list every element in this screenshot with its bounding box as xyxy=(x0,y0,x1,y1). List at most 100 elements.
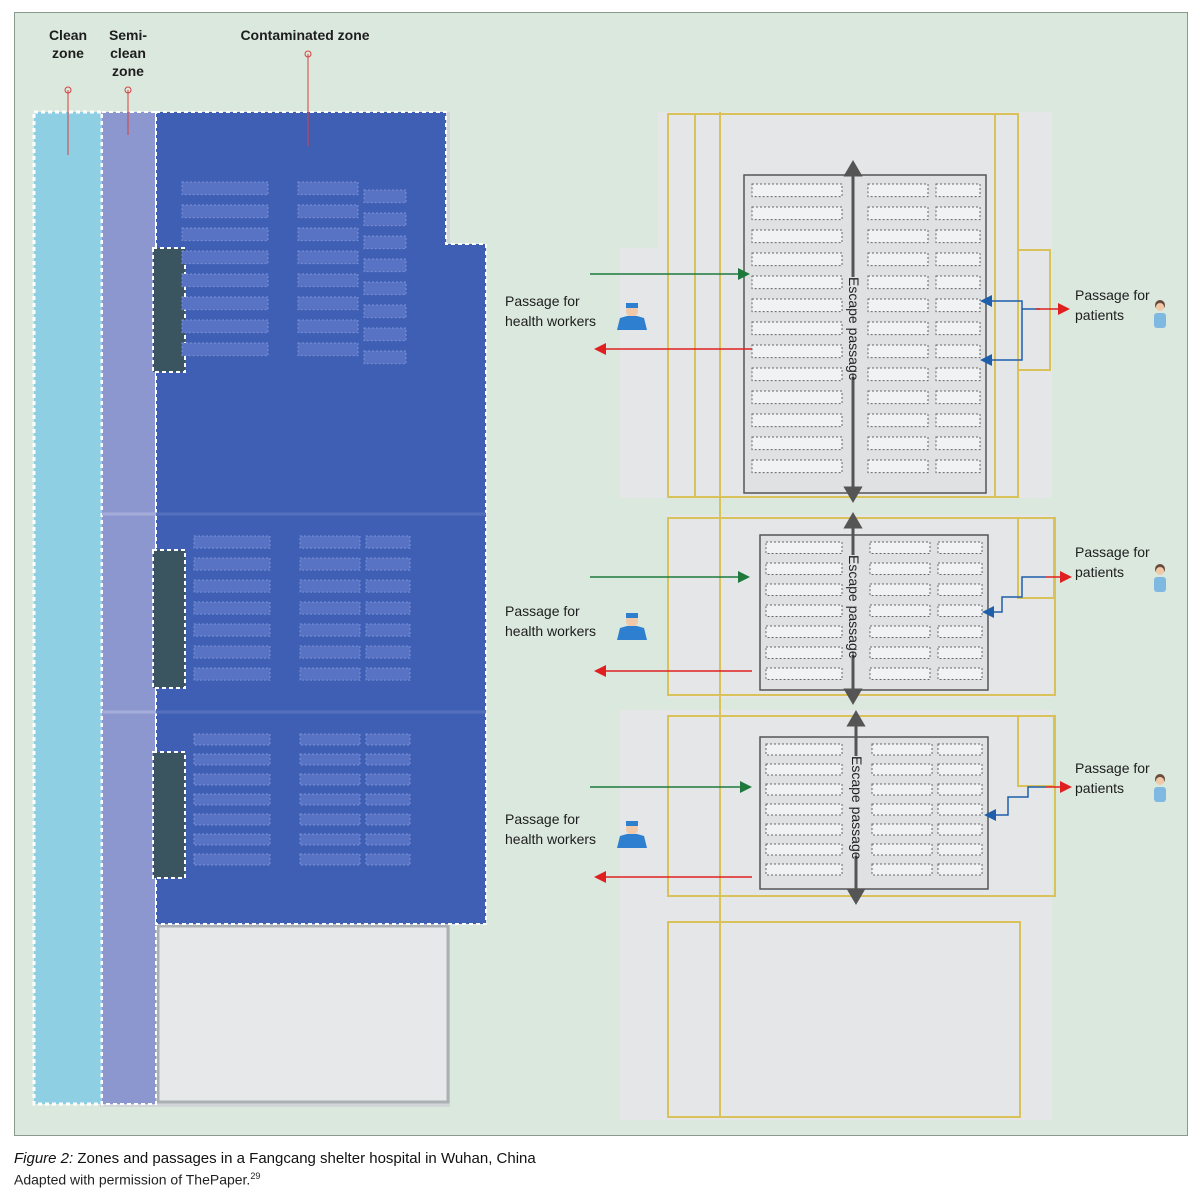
bed-row xyxy=(765,743,843,756)
escape-arrow-icon xyxy=(843,688,863,705)
arrow-icon xyxy=(1060,571,1072,583)
bed-row xyxy=(299,813,361,826)
health-worker-passage-label: Passage for health workers xyxy=(505,809,596,849)
bed-row xyxy=(869,541,931,555)
bed-row xyxy=(365,833,411,846)
escape-arrow-icon xyxy=(846,888,866,905)
bed-row xyxy=(297,227,359,242)
bed-row xyxy=(935,183,981,198)
bed-row xyxy=(765,783,843,796)
passage-label-line: Passage for xyxy=(1075,760,1150,776)
bed-row xyxy=(935,344,981,359)
clean-zone-label-line: zone xyxy=(52,45,84,61)
bed-row xyxy=(751,413,843,428)
bed-row xyxy=(935,252,981,267)
escape-arrow-icon xyxy=(843,512,863,529)
bed-row xyxy=(297,319,359,334)
semi-clean-zone-label-line: Semi- xyxy=(108,27,148,43)
bed-row xyxy=(751,459,843,474)
bed-row xyxy=(751,229,843,244)
bed-row xyxy=(299,579,361,593)
buffer-room xyxy=(152,751,186,879)
bed-row xyxy=(935,459,981,474)
bed-row xyxy=(937,625,983,639)
bed-row xyxy=(193,557,271,571)
bed-row xyxy=(869,667,931,681)
leader-dot xyxy=(124,86,132,94)
escape-passage-label: Escape passage xyxy=(846,555,862,659)
bed-row xyxy=(299,601,361,615)
escape-arrow-icon xyxy=(843,160,863,177)
bed-row xyxy=(765,646,843,660)
bed-row xyxy=(935,298,981,313)
buffer-room xyxy=(152,549,186,689)
arrow-icon xyxy=(594,665,606,677)
figure-caption: Figure 2: Zones and passages in a Fangca… xyxy=(14,1150,536,1167)
escape-arrow-icon xyxy=(843,486,863,503)
figure-title: Zones and passages in a Fangcang shelter… xyxy=(77,1150,536,1167)
bed-row xyxy=(937,803,983,816)
bed-row xyxy=(365,535,411,549)
bed-row xyxy=(937,541,983,555)
bed-row xyxy=(867,321,929,336)
bed-row xyxy=(193,645,271,659)
bed-row xyxy=(181,273,269,288)
bed-row xyxy=(867,252,929,267)
health-worker-icon xyxy=(617,821,647,848)
bed-row xyxy=(937,667,983,681)
bed-row xyxy=(765,583,843,597)
passage-label-line: Passage for xyxy=(505,293,580,309)
health-worker-passage-label: Passage for health workers xyxy=(505,601,596,641)
bed-row xyxy=(193,601,271,615)
bed-row xyxy=(751,206,843,221)
passage-label-line: health workers xyxy=(505,313,597,329)
health-worker-icon xyxy=(617,613,647,640)
bed-row xyxy=(181,227,269,242)
bed-row xyxy=(365,793,411,806)
bed-row xyxy=(365,753,411,766)
bed-row xyxy=(363,258,407,273)
patient-passages xyxy=(990,300,1062,816)
bed-row xyxy=(193,853,271,866)
bed-row xyxy=(765,803,843,816)
bed-row xyxy=(297,181,359,196)
patient-icon xyxy=(1154,300,1166,328)
bed-row xyxy=(751,367,843,382)
bed-row xyxy=(751,252,843,267)
bed-row xyxy=(765,763,843,776)
bed-row xyxy=(871,823,933,836)
arrow-icon xyxy=(984,809,996,821)
bed-row xyxy=(193,773,271,786)
health-worker-passages xyxy=(590,268,752,883)
bed-row xyxy=(299,645,361,659)
bed-row xyxy=(193,733,271,746)
arrow-icon xyxy=(740,781,752,793)
arrow-icon xyxy=(980,295,992,307)
buffer-room xyxy=(152,247,186,373)
arrow-icon xyxy=(738,571,750,583)
left-building-lower-hall xyxy=(156,924,450,1104)
bed-row xyxy=(871,783,933,796)
bed-row xyxy=(299,793,361,806)
semi-clean-zone-label-line: zone xyxy=(112,63,144,79)
bed-row xyxy=(937,562,983,576)
bed-row xyxy=(937,743,983,756)
bed-row xyxy=(363,281,407,296)
passage-label-line: Passage for xyxy=(1075,287,1150,303)
bed-row xyxy=(365,773,411,786)
bed-row xyxy=(867,413,929,428)
patient-icon xyxy=(1154,774,1166,802)
bed-row xyxy=(935,390,981,405)
bed-row xyxy=(867,183,929,198)
bed-row xyxy=(871,863,933,876)
bed-row xyxy=(299,753,361,766)
health-worker-passage-label: Passage for health workers xyxy=(505,291,596,331)
bed-row xyxy=(871,763,933,776)
bed-row xyxy=(937,583,983,597)
clean-zone xyxy=(32,110,104,1106)
arrow-icon xyxy=(594,871,606,883)
passage-label-line: Passage for xyxy=(1075,544,1150,560)
bed-row xyxy=(765,562,843,576)
bed-row xyxy=(935,367,981,382)
